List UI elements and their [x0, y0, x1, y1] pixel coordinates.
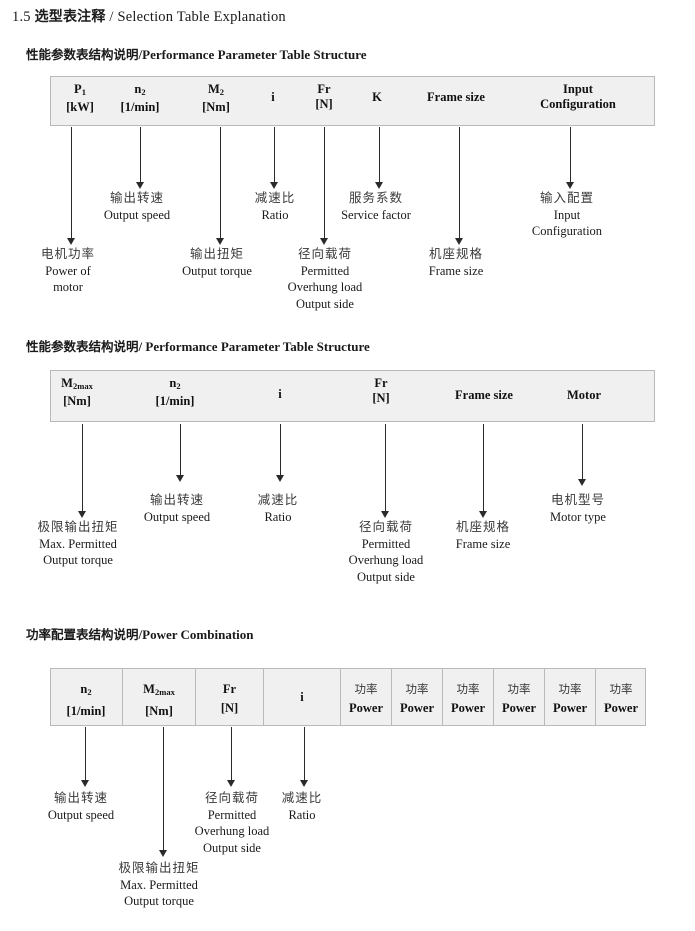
section-3-heading-cn: 功率配置表结构说明	[26, 627, 139, 642]
callout-permitted-overhung-load-2: 径向载荷 Permitted Overhung load Output side	[348, 519, 424, 584]
callout-input-configuration: 输入配置 Input Configuration	[531, 190, 603, 238]
arrow-to-output-torque	[216, 127, 225, 245]
arrow-to-output-speed-3	[81, 727, 90, 787]
section-1-heading-cn: 性能参数表结构说明	[26, 47, 139, 62]
table-2-col-fr: Fr [N]	[372, 376, 390, 405]
section-1-heading-sep: /	[138, 47, 143, 62]
arrow-to-ratio-2	[276, 424, 285, 482]
section-2-heading-sep: /	[138, 339, 143, 354]
arrow-to-service-factor	[375, 127, 384, 189]
table-3-col-power-1: 功率 Power	[348, 682, 383, 715]
arrow-to-output-speed	[136, 127, 145, 189]
arrow-to-motor-type	[578, 424, 587, 486]
arrow-to-ratio	[270, 127, 279, 189]
table-1-col-k: K	[372, 90, 382, 104]
callout-max-permitted-output-torque: 极限输出扭矩 Max. Permitted Output torque	[37, 519, 119, 567]
callout-ratio-3: 减速比 Ratio	[281, 790, 323, 822]
section-3-heading: 功率配置表结构说明/Power Combination	[26, 624, 254, 643]
table-3-col-power-6: 功率 Power	[603, 682, 638, 715]
arrow-to-input-configuration	[566, 127, 575, 189]
title-chinese: 选型表注释	[34, 9, 106, 25]
table-3-col-power-2: 功率 Power	[399, 682, 434, 715]
arrow-to-frame-size-2	[479, 424, 488, 518]
table-1-col-fr: Fr [N]	[315, 82, 333, 111]
arrow-to-ratio-3	[300, 727, 309, 787]
arrow-to-permitted-overhung-load-3	[227, 727, 236, 787]
callout-output-torque: 输出扭矩 Output torque	[182, 246, 252, 278]
arrow-to-power-of-motor	[67, 127, 76, 245]
callout-frame-size-2: 机座规格 Frame size	[455, 519, 511, 551]
callout-power-of-motor: 电机功率 Power of motor	[40, 246, 95, 294]
table-3-col-n2: n2 [1/min]	[66, 682, 106, 718]
table-1-col-n2: n2 [1/min]	[120, 82, 160, 114]
table-3-col-i: i	[300, 690, 304, 704]
callout-service-factor: 服务系数 Service factor	[341, 190, 411, 222]
arrow-to-max-permitted-output-torque	[78, 424, 87, 518]
table-3-divider-1	[122, 668, 123, 726]
table-3-divider-7	[493, 668, 494, 726]
table-1-col-p1: P1 [kW]	[66, 82, 94, 114]
section-2-heading: 性能参数表结构说明/ Performance Parameter Table S…	[26, 336, 370, 355]
title-separator: /	[109, 9, 114, 25]
table-2-col-i: i	[278, 387, 282, 401]
table-2-col-motor: Motor	[566, 388, 601, 402]
callout-motor-type: 电机型号 Motor type	[550, 492, 606, 524]
table-3-col-fr: Fr [N]	[220, 682, 239, 715]
callout-permitted-overhung-load: 径向载荷 Permitted Overhung load Output side	[287, 246, 363, 311]
table-3-divider-5	[391, 668, 392, 726]
section-1-heading-en: Performance Parameter Table Structure	[142, 47, 367, 62]
callout-frame-size: 机座规格 Frame size	[428, 246, 484, 278]
table-1-col-i: i	[271, 90, 275, 104]
arrow-to-frame-size	[455, 127, 464, 245]
arrow-to-permitted-overhung-load-2	[381, 424, 390, 518]
performance-parameter-table-1	[50, 76, 655, 126]
arrow-to-max-permitted-output-torque-3	[159, 727, 168, 857]
callout-ratio-2: 减速比 Ratio	[257, 492, 299, 524]
section-2-heading-en: Performance Parameter Table Structure	[145, 339, 370, 354]
table-2-col-n2: n2 [1/min]	[155, 376, 195, 408]
callout-output-speed: 输出转速 Output speed	[103, 190, 171, 222]
table-1-col-frame-size: Frame size	[427, 90, 485, 104]
section-1-heading: 性能参数表结构说明/Performance Parameter Table St…	[26, 44, 367, 63]
power-combination-table	[50, 668, 646, 726]
callout-ratio: 减速比 Ratio	[254, 190, 296, 222]
section-2-heading-cn: 性能参数表结构说明	[26, 339, 139, 354]
title-number: 1.5	[12, 9, 31, 25]
table-1-col-input-configuration: Input Configuration	[540, 82, 616, 111]
section-3-heading-en: Power Combination	[142, 627, 254, 642]
arrow-to-permitted-overhung-load	[320, 127, 329, 245]
table-3-divider-8	[544, 668, 545, 726]
callout-permitted-overhung-load-3: 径向载荷 Permitted Overhung load Output side	[194, 790, 270, 855]
title-english: Selection Table Explanation	[117, 9, 286, 25]
page-title: 1.5 选型表注释 / Selection Table Explanation	[12, 6, 286, 26]
table-2-col-m2max: M2max [Nm]	[61, 376, 93, 408]
table-1-col-m2: M2 [Nm]	[202, 82, 230, 114]
table-3-col-m2max: M2max [Nm]	[143, 682, 175, 718]
callout-output-speed-3: 输出转速 Output speed	[47, 790, 115, 822]
table-2-col-frame-size: Frame size	[455, 388, 513, 402]
table-3-col-power-4: 功率 Power	[501, 682, 536, 715]
table-3-col-power-5: 功率 Power	[552, 682, 587, 715]
section-3-heading-sep: /	[138, 627, 143, 642]
table-3-divider-6	[442, 668, 443, 726]
table-3-divider-2	[195, 668, 196, 726]
callout-max-permitted-output-torque-3: 极限输出扭矩 Max. Permitted Output torque	[118, 860, 200, 908]
table-3-divider-9	[595, 668, 596, 726]
table-3-col-power-3: 功率 Power	[450, 682, 485, 715]
table-3-divider-3	[263, 668, 264, 726]
performance-parameter-table-2	[50, 370, 655, 422]
table-3-divider-4	[340, 668, 341, 726]
callout-output-speed-2: 输出转速 Output speed	[143, 492, 211, 524]
arrow-to-output-speed-2	[176, 424, 185, 482]
